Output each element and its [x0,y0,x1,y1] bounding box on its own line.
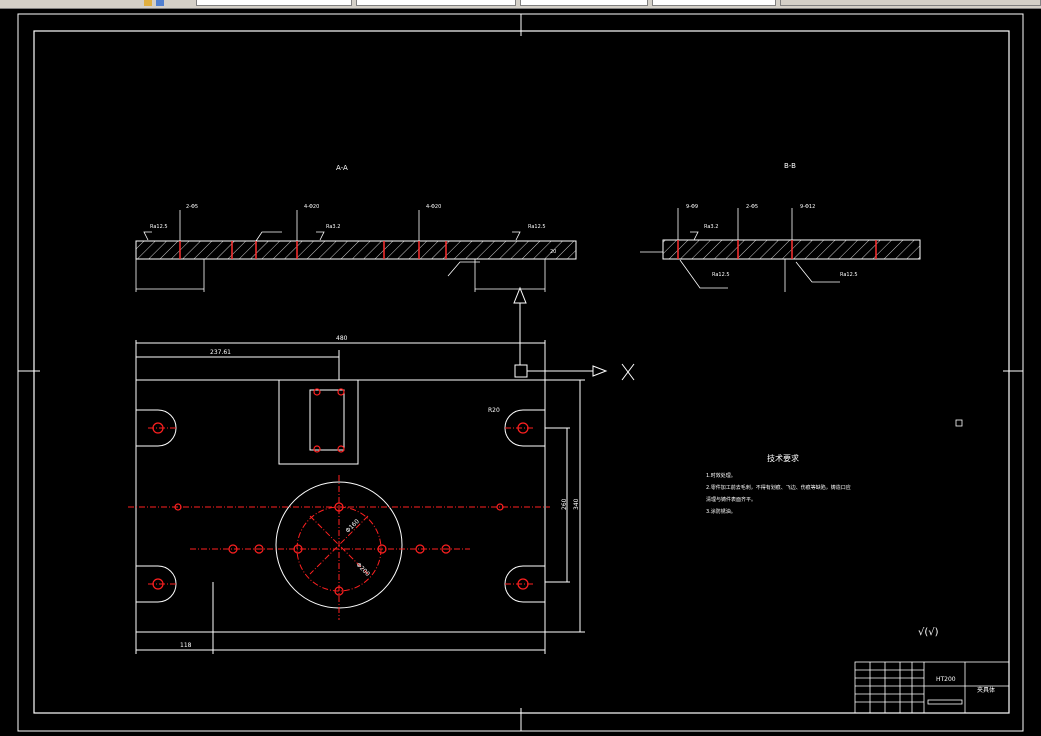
dim-offset: 237.61 [210,349,231,356]
section-a-label: A-A [336,164,348,172]
inner-frame [33,30,1010,714]
svg-text:Ra3.2: Ra3.2 [326,224,340,230]
tech-requirement-2: 2.零件加工前去毛刺，不得有划痕、飞边、伤痕等缺陷，铸造口应 [706,484,851,491]
tech-requirement-3: 清理与铸件表面齐平。 [706,496,756,503]
insertion-marker [955,419,963,427]
svg-text:Ra12.5: Ra12.5 [528,224,546,230]
svg-text:4-Φ20: 4-Φ20 [304,204,319,210]
layer-icons[interactable] [140,0,190,6]
layer-dropdown[interactable] [196,0,352,6]
svg-text:2-Φ5: 2-Φ5 [186,204,198,210]
layer-settings-icon[interactable] [156,0,164,6]
svg-text:Ra12.5: Ra12.5 [150,224,168,230]
tech-requirements: 技术要求 1.时效处理。 2.零件加工前去毛刺，不得有划痕、飞边、伤痕等缺陷，铸… [706,453,851,515]
svg-text:4-Φ20: 4-Φ20 [426,204,441,210]
section-a-view: A-A Ra12.5 [135,164,577,292]
tech-requirements-title: 技术要求 [767,453,799,463]
layer-state-icon[interactable] [144,0,152,6]
svg-text:2-Φ5: 2-Φ5 [746,204,758,210]
outer-frame [17,13,1024,732]
svg-text:Ra3.2: Ra3.2 [704,224,718,230]
dim-bolt-circle: Φ200 [355,561,372,578]
lineweight-dropdown[interactable] [652,0,776,6]
x-axis-label: X [612,379,613,381]
svg-text:9-Φ9: 9-Φ9 [686,204,698,210]
tech-requirement-1: 1.时效处理。 [706,472,736,479]
cad-toolbar [0,0,1041,9]
color-dropdown[interactable] [356,0,516,6]
cad-drawing-canvas[interactable]: A-A Ra12.5 [0,8,1041,736]
svg-text:9-Φ12: 9-Φ12 [800,204,815,210]
svg-text:Ra12.5: Ra12.5 [712,272,730,278]
dim-inner-height: 260 [561,498,568,510]
svg-text:20: 20 [550,249,556,255]
section-b-view: B-B 9-Φ9 2-Φ5 9-Φ12 Ra3.2 Ra12.5 Ra12.5 [640,162,921,292]
roughness-symbol: √(√) [918,627,939,638]
tech-requirement-4: 3.涂防锈油。 [706,508,736,515]
linetype-dropdown[interactable] [520,0,648,6]
plan-view: X [128,286,635,654]
dim-overall-height: 340 [573,498,580,510]
dim-left-offset: 118 [180,642,192,649]
svg-text:Ra12.5: Ra12.5 [840,272,858,278]
section-b-label: B-B [784,162,796,170]
dim-overall-length: 480 [336,335,348,342]
svg-text:R20: R20 [488,407,500,414]
title-block-part-name: 夹具体 [977,686,995,694]
plotstyle-dropdown[interactable] [780,0,1041,6]
centering-marks [18,14,1023,731]
title-block-material: HT200 [936,676,956,683]
title-block [854,661,1010,714]
